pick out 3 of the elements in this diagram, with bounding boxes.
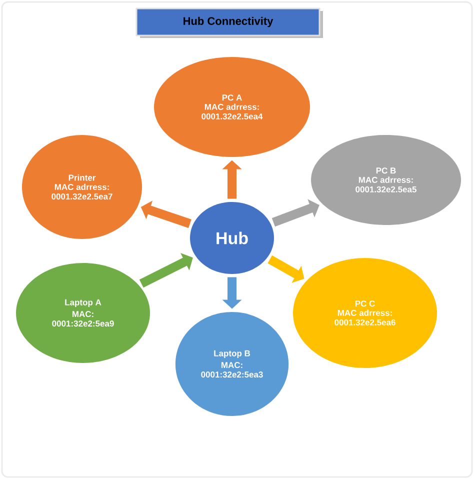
title-box: Hub Connectivity [136, 8, 323, 38]
block-arrow [139, 252, 193, 288]
block-arrow [272, 199, 320, 227]
